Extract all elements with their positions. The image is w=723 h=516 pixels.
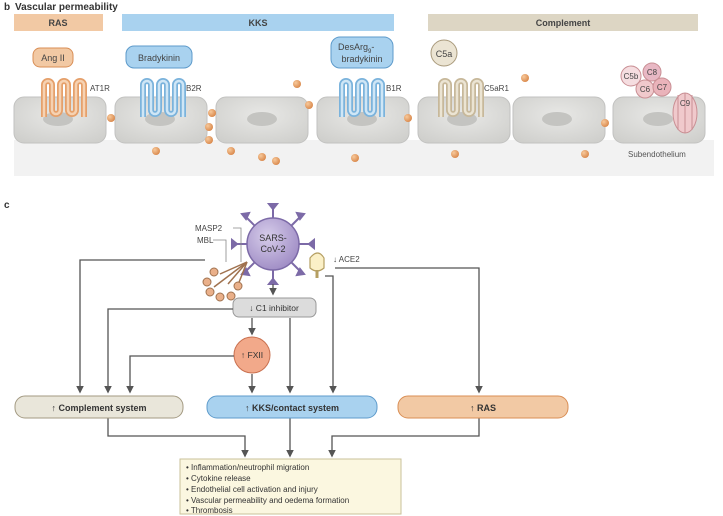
particles — [107, 74, 609, 165]
panel-b-title: Vascular permeability — [15, 2, 118, 13]
particle — [208, 109, 216, 117]
c5b-label: C5b — [624, 72, 639, 81]
particle — [293, 80, 301, 88]
c9-label: C9 — [680, 99, 691, 108]
outcomes-box: • Inflammation/neutrophil migration • Cy… — [179, 458, 402, 515]
c5a-ligand — [430, 39, 458, 67]
particle — [351, 154, 359, 162]
subendothelium-layer — [14, 140, 714, 176]
particle — [205, 123, 213, 131]
particle — [258, 153, 266, 161]
header-complement-label: Complement — [536, 18, 591, 28]
c1-inhibitor-box: ↓ C1 inhibitor — [232, 297, 317, 318]
outcome-item: • Thrombosis — [186, 506, 233, 515]
ang2-ligand — [32, 47, 74, 68]
c7-label: C7 — [657, 83, 668, 92]
particle — [404, 114, 412, 122]
panel-b-letter: b — [4, 2, 10, 13]
subendothelium-label: Subendothelium — [628, 150, 686, 159]
ras-label: ↑ RAS — [470, 403, 496, 413]
bradykinin-ligand — [125, 45, 193, 69]
complement-system-box: ↑ Complement system — [14, 395, 184, 419]
header-ras: RAS — [14, 14, 103, 31]
c5ar1-label: C5aR1 — [484, 84, 509, 93]
particle — [107, 114, 115, 122]
c5ar1-receptor: C5a C5aR1 — [430, 39, 509, 117]
virus-label-line1: SARS- — [259, 233, 287, 243]
header-ras-label: RAS — [48, 18, 67, 28]
masp2-label: MASP2 — [195, 224, 223, 233]
c7-component — [652, 77, 672, 97]
c5a-label: C5a — [436, 49, 453, 59]
b1r-receptor: DesArg9- bradykinin B1R — [330, 36, 402, 117]
at1r-label: AT1R — [90, 84, 110, 93]
c1-inhibitor-label: ↓ C1 inhibitor — [249, 303, 299, 313]
virus-body — [246, 217, 300, 271]
desarg-label-line2: bradykinin — [341, 54, 382, 64]
outcome-item: • Vascular permeability and oedema forma… — [186, 496, 349, 505]
b1r-label: B1R — [386, 84, 402, 93]
ace2-receptor: ↓ ACE2 — [309, 252, 360, 278]
at1r-receptor: Ang II AT1R — [32, 47, 110, 117]
outcome-item: • Cytokine release — [186, 474, 251, 483]
desarg-bradykinin-ligand — [330, 36, 394, 69]
particle — [305, 101, 313, 109]
particle — [521, 74, 529, 82]
particle — [152, 147, 160, 155]
pathway-arrows — [76, 259, 483, 458]
membrane-attack-complex: C5b C8 C6 C7 C9 — [620, 62, 698, 134]
header-kks-label: KKS — [248, 18, 267, 28]
outcome-item: • Endothelial cell activation and injury — [186, 485, 318, 494]
c8-component — [642, 62, 662, 82]
mbl-masp2-complex: MASP2 MBL — [195, 224, 248, 302]
fxii-node: ↑ FXII — [233, 336, 271, 374]
mbl-label: MBL — [197, 236, 214, 245]
particle — [227, 147, 235, 155]
complement-system-label: ↑ Complement system — [51, 403, 146, 413]
bradykinin-label: Bradykinin — [138, 53, 180, 63]
b2r-receptor: Bradykinin B2R — [125, 45, 202, 117]
c8-label: C8 — [647, 68, 658, 77]
panel-c-letter: c — [4, 200, 10, 211]
header-kks: KKS — [122, 14, 394, 31]
kks-system-box: ↑ KKS/contact system — [206, 395, 378, 419]
c6-label: C6 — [640, 85, 651, 94]
ace2-label: ↓ ACE2 — [333, 255, 360, 264]
particle — [581, 150, 589, 158]
ang2-label: Ang II — [41, 53, 65, 63]
outcome-item: • Inflammation/neutrophil migration — [186, 463, 309, 472]
c5b-component — [620, 65, 642, 87]
particle — [205, 136, 213, 144]
desarg-label-line1: DesArg9- — [338, 42, 374, 55]
header-complement: Complement — [428, 14, 698, 31]
ras-box: ↑ RAS — [397, 395, 569, 419]
fxii-label: ↑ FXII — [241, 350, 263, 360]
particle — [451, 150, 459, 158]
particle — [272, 157, 280, 165]
b2r-label: B2R — [186, 84, 202, 93]
kks-system-label: ↑ KKS/contact system — [245, 403, 339, 413]
sars-cov-2-virion: SARS- CoV-2 — [231, 203, 315, 285]
virus-label-line2: CoV-2 — [260, 244, 285, 254]
particle — [601, 119, 609, 127]
